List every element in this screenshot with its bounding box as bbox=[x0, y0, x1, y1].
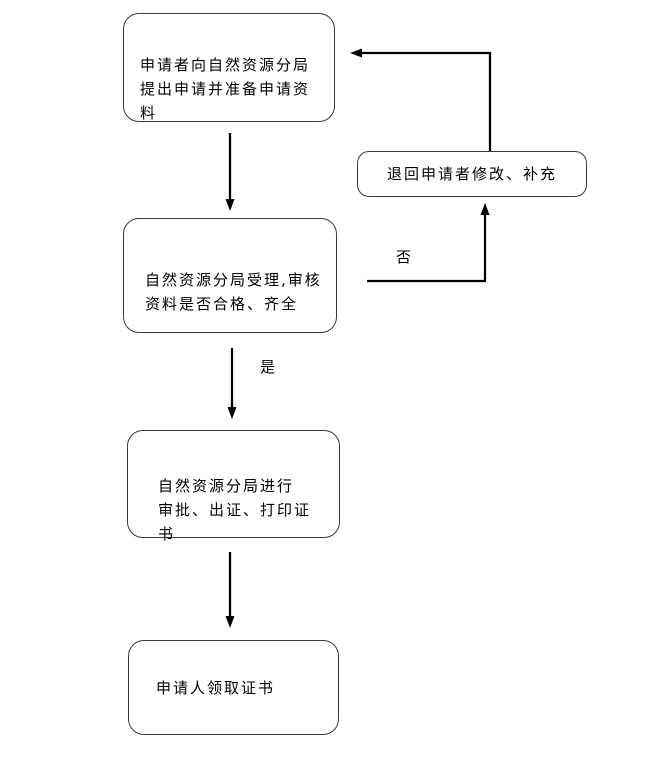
node-apply-label: 申请者向自然资源分局 提出申请并准备申请资 料 bbox=[140, 56, 311, 122]
flowchart-node-approve: 自然资源分局进行 审批、出证、打印证 书 bbox=[127, 430, 340, 543]
arrow-return-to-apply bbox=[350, 48, 492, 151]
arrow-review-to-approve bbox=[227, 348, 237, 419]
flowchart-node-return: 退回申请者修改、补充 bbox=[357, 151, 587, 197]
edge-label-no: 否 bbox=[396, 248, 414, 266]
node-return-label: 退回申请者修改、补充 bbox=[386, 165, 557, 183]
node-approve-label: 自然资源分局进行 审批、出证、打印证 书 bbox=[158, 477, 312, 543]
flowchart-node-receive: 申请人领取证书 bbox=[128, 640, 339, 735]
node-review-label: 自然资源分局受理,审核 资料是否合格、齐全 bbox=[145, 271, 322, 313]
flowchart-node-review: 自然资源分局受理,审核 资料是否合格、齐全 bbox=[123, 218, 337, 333]
node-receive-label: 申请人领取证书 bbox=[156, 678, 276, 697]
arrow-apply-to-review bbox=[225, 133, 235, 211]
arrow-approve-to-receive bbox=[225, 552, 235, 628]
arrow-review-to-return bbox=[367, 203, 490, 283]
flowchart-node-apply: 申请者向自然资源分局 提出申请并准备申请资 料 bbox=[123, 13, 335, 122]
edge-label-yes: 是 bbox=[260, 358, 278, 376]
